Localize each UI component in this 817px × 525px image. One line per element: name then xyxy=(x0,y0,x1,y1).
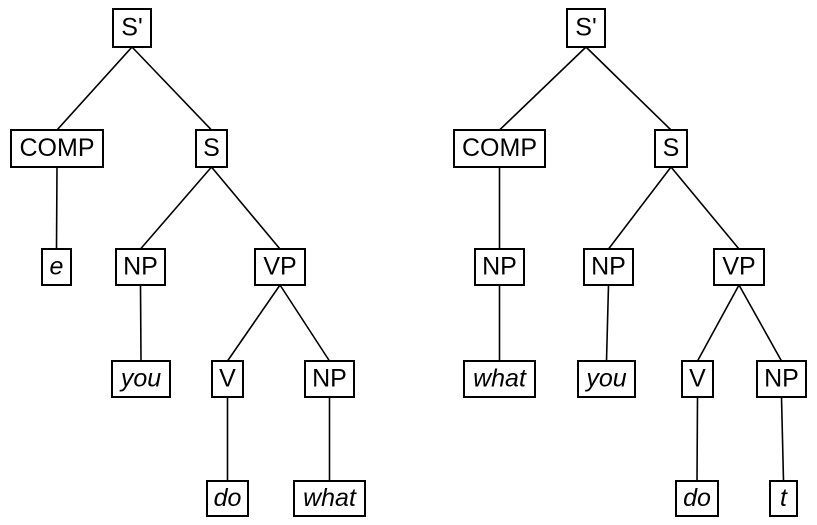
tree-node-r-sbar: S' xyxy=(566,8,606,48)
tree-node-r-v: V xyxy=(681,360,714,398)
node-box-r-vp xyxy=(713,248,765,286)
node-label-l-you: you xyxy=(119,365,161,393)
node-box-l-what xyxy=(293,480,366,517)
node-box-r-t xyxy=(769,480,798,517)
node-box-r-comp xyxy=(453,129,546,168)
tree-edge-r-sbar-to-r-comp xyxy=(498,46,587,131)
tree-node-l-sbar: S' xyxy=(112,8,152,48)
node-box-l-comp xyxy=(10,129,104,168)
tree-node-r-vp: VP xyxy=(713,248,765,286)
node-box-r-np2 xyxy=(756,360,807,398)
tree-edge-r-np1-to-r-you xyxy=(605,284,610,362)
node-box-l-sbar xyxy=(112,8,152,48)
node-label-r-do: do xyxy=(683,484,711,512)
node-box-l-do xyxy=(206,480,249,517)
tree-node-l-vp: VP xyxy=(254,248,306,286)
tree-edge-l-comp-to-l-e xyxy=(55,166,58,250)
node-label-r-s: S xyxy=(663,134,680,162)
tree-node-l-do: do xyxy=(206,480,249,517)
tree-node-r-np0: NP xyxy=(474,248,525,286)
node-label-r-vp: VP xyxy=(722,253,755,281)
tree-node-l-e: e xyxy=(41,248,72,286)
node-box-r-do xyxy=(675,480,719,517)
node-box-r-what xyxy=(463,360,536,398)
tree-node-l-comp: COMP xyxy=(10,129,104,168)
tree-edge-r-np2-to-r-t xyxy=(780,396,785,482)
node-box-r-you xyxy=(577,360,636,398)
tree-edge-l-vp-to-l-np2 xyxy=(279,284,331,362)
tree-edge-r-sbar-to-r-s xyxy=(585,46,672,131)
node-label-l-np1: NP xyxy=(123,253,158,281)
tree-node-r-t: t xyxy=(769,480,798,517)
tree-node-r-you: you xyxy=(577,360,636,398)
tree-node-r-comp: COMP xyxy=(453,129,546,168)
edge-layer xyxy=(55,46,785,482)
tree-node-r-do: do xyxy=(675,480,719,517)
node-box-l-np1 xyxy=(115,248,166,286)
tree-edge-l-sbar-to-l-s xyxy=(131,46,213,131)
node-box-r-np0 xyxy=(474,248,525,286)
node-label-r-t: t xyxy=(780,484,788,512)
node-box-r-v xyxy=(681,360,714,398)
tree-node-r-s: S xyxy=(654,129,688,168)
tree-node-l-np1: NP xyxy=(115,248,166,286)
node-box-l-np2 xyxy=(304,360,355,398)
node-label-r-np0: NP xyxy=(482,253,517,281)
node-label-r-you: you xyxy=(584,365,626,393)
node-label-l-v: V xyxy=(219,365,236,393)
node-label-l-comp: COMP xyxy=(20,134,95,162)
node-label-l-e: e xyxy=(50,253,64,281)
node-box-l-v xyxy=(211,360,244,398)
node-label-l-what: what xyxy=(303,484,357,512)
node-box-r-sbar xyxy=(566,8,606,48)
tree-node-l-what: what xyxy=(293,480,366,517)
node-label-l-sbar: S' xyxy=(121,14,142,42)
tree-edge-l-np1-to-l-you xyxy=(139,284,142,362)
node-label-r-np1: NP xyxy=(591,253,626,281)
node-label-l-vp: VP xyxy=(263,253,296,281)
node-label-l-s: S xyxy=(203,134,220,162)
node-label-l-do: do xyxy=(214,484,242,512)
node-label-l-np2: NP xyxy=(312,365,347,393)
tree-edge-l-s-to-l-vp xyxy=(210,166,281,250)
node-box-l-s xyxy=(195,129,228,168)
tree-node-l-s: S xyxy=(195,129,228,168)
tree-node-r-what: what xyxy=(463,360,536,398)
tree-edge-l-sbar-to-l-comp xyxy=(56,46,133,131)
tree-edge-l-vp-to-l-v xyxy=(226,284,281,362)
node-label-r-v: V xyxy=(689,365,706,393)
tree-node-r-np1: NP xyxy=(583,248,634,286)
node-label-r-comp: COMP xyxy=(462,134,537,162)
node-box-l-e xyxy=(41,248,72,286)
node-box-r-s xyxy=(654,129,688,168)
node-box-l-you xyxy=(111,360,171,398)
tree-edge-r-vp-to-r-np2 xyxy=(738,284,783,362)
node-box-r-np1 xyxy=(583,248,634,286)
tree-edge-l-s-to-l-np1 xyxy=(139,166,213,250)
tree-node-l-v: V xyxy=(211,360,244,398)
node-label-r-sbar: S' xyxy=(575,14,596,42)
tree-node-l-np2: NP xyxy=(304,360,355,398)
tree-edge-r-s-to-r-vp xyxy=(670,166,740,250)
node-label-r-what: what xyxy=(473,365,527,393)
tree-edge-r-s-to-r-np1 xyxy=(607,166,672,250)
tree-node-r-np2: NP xyxy=(756,360,807,398)
node-label-r-np2: NP xyxy=(764,365,799,393)
tree-node-l-you: you xyxy=(111,360,171,398)
tree-edge-r-vp-to-r-v xyxy=(696,284,740,362)
node-box-l-vp xyxy=(254,248,306,286)
tree-edge-r-v-to-r-do xyxy=(696,396,699,482)
